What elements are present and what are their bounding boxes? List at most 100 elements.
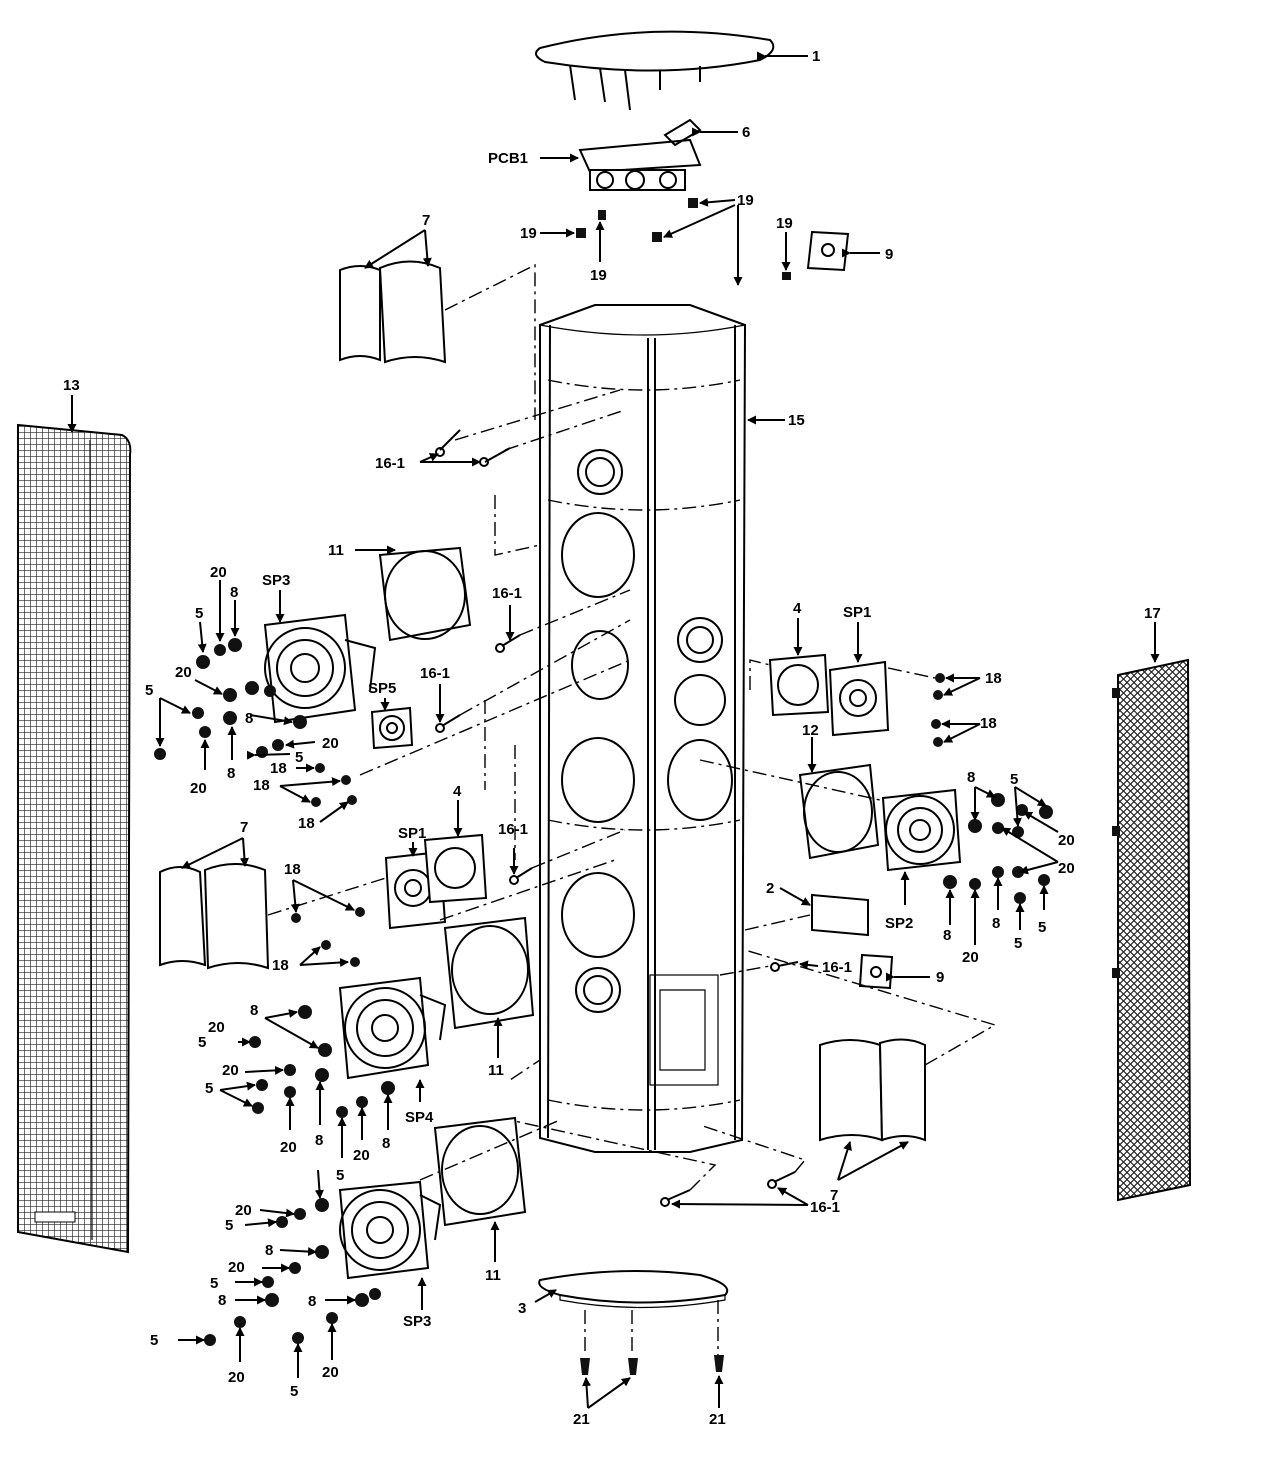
label-18: 18 <box>980 715 997 732</box>
label-8: 8 <box>265 1242 273 1259</box>
speaker-sp4 <box>338 976 447 1102</box>
label-18: 18 <box>284 861 301 878</box>
speaker-sp1-upper <box>828 622 981 747</box>
label-5: 5 <box>1010 771 1018 788</box>
label-sp2: SP2 <box>885 915 913 932</box>
terminal-9-lower <box>858 953 930 990</box>
speaker-sp3-lower <box>178 1119 561 1378</box>
label-12: 12 <box>802 722 819 739</box>
label-8: 8 <box>315 1132 323 1149</box>
label-19: 19 <box>520 225 537 242</box>
label-19: 19 <box>737 192 754 209</box>
pcb1-board <box>540 118 791 286</box>
label-20: 20 <box>228 1259 245 1276</box>
label-5: 5 <box>290 1383 298 1400</box>
label-18: 18 <box>270 760 287 777</box>
terminal-9-top <box>806 230 880 272</box>
label-18: 18 <box>985 670 1002 687</box>
label-9: 9 <box>885 246 893 263</box>
label-5: 5 <box>195 605 203 622</box>
label-8: 8 <box>227 765 235 782</box>
label-5: 5 <box>145 682 153 699</box>
speaker-sp3-upper <box>263 590 377 724</box>
foam-7-middle <box>159 837 476 970</box>
label-20: 20 <box>1058 860 1075 877</box>
grille-13 <box>17 395 132 1254</box>
label-16-1: 16-1 <box>810 1199 840 1216</box>
label-16-1: 16-1 <box>822 959 852 976</box>
label-19: 19 <box>590 267 607 284</box>
label-20: 20 <box>175 664 192 681</box>
label-8: 8 <box>250 1002 258 1019</box>
label-20: 20 <box>322 1364 339 1381</box>
pins-16-1-middle <box>435 589 631 885</box>
label-18: 18 <box>272 957 289 974</box>
label-5: 5 <box>295 749 303 766</box>
label-sp5: SP5 <box>368 680 396 697</box>
label-7: 7 <box>422 212 430 229</box>
label-9: 9 <box>936 969 944 986</box>
label-20: 20 <box>190 780 207 797</box>
label-20: 20 <box>235 1202 252 1219</box>
label-16-1: 16-1 <box>492 585 522 602</box>
gasket-11-middle <box>443 916 541 1081</box>
gasket-4-upper <box>749 618 830 717</box>
label-20: 20 <box>962 949 979 966</box>
pins-16-1-top <box>419 389 626 467</box>
label-5: 5 <box>198 1034 206 1051</box>
label-sp1: SP1 <box>843 604 871 621</box>
label-6: 6 <box>742 124 750 141</box>
label-8: 8 <box>382 1135 390 1152</box>
label-8: 8 <box>308 1293 316 1310</box>
label-sp3: SP3 <box>403 1313 431 1330</box>
label-4: 4 <box>453 783 462 800</box>
label-7: 7 <box>240 819 248 836</box>
gasket-12 <box>699 737 881 860</box>
label-8: 8 <box>245 710 253 727</box>
label-2: 2 <box>766 880 774 897</box>
label-20: 20 <box>1058 832 1075 849</box>
label-18: 18 <box>298 815 315 832</box>
label-8: 8 <box>230 584 238 601</box>
screws-sp4 <box>219 1005 395 1158</box>
speaker-sp5 <box>279 659 631 823</box>
label-8: 8 <box>967 769 975 786</box>
label-8: 8 <box>943 927 951 944</box>
label-8: 8 <box>218 1292 226 1309</box>
label-21: 21 <box>709 1411 726 1428</box>
label-1: 1 <box>812 48 820 65</box>
label-17: 17 <box>1144 605 1161 622</box>
label-20: 20 <box>208 1019 225 1036</box>
label-sp3: SP3 <box>262 572 290 589</box>
bottom-cap-3 <box>534 1270 729 1409</box>
label-7: 7 <box>830 1187 838 1204</box>
callout-labels: 1 6 PCB1 19 19 19 19 9 7 13 15 16-1 11 S… <box>63 48 1161 1428</box>
label-19: 19 <box>776 215 793 232</box>
label-11: 11 <box>485 1267 501 1284</box>
cabinet-15 <box>539 304 785 1153</box>
label-sp1: SP1 <box>398 825 426 842</box>
label-8: 8 <box>992 915 1000 932</box>
gasket-11-upper <box>355 495 541 642</box>
label-5: 5 <box>150 1332 158 1349</box>
label-sp4: SP4 <box>405 1109 434 1126</box>
label-plate-2 <box>744 887 869 937</box>
label-5: 5 <box>336 1167 344 1184</box>
label-16-1: 16-1 <box>498 821 528 838</box>
label-15: 15 <box>788 412 805 429</box>
label-20: 20 <box>222 1062 239 1079</box>
label-16-1: 16-1 <box>420 665 450 682</box>
label-20: 20 <box>280 1139 297 1156</box>
top-cap <box>535 30 808 111</box>
label-11: 11 <box>328 542 344 559</box>
label-5: 5 <box>210 1275 218 1292</box>
label-20: 20 <box>210 564 227 581</box>
foam-7-lower <box>744 949 997 1181</box>
label-21: 21 <box>573 1411 590 1428</box>
gasket-11-lower <box>433 1116 527 1262</box>
label-5: 5 <box>1014 935 1022 952</box>
screws-upper-left <box>154 580 316 770</box>
label-3: 3 <box>518 1300 526 1317</box>
